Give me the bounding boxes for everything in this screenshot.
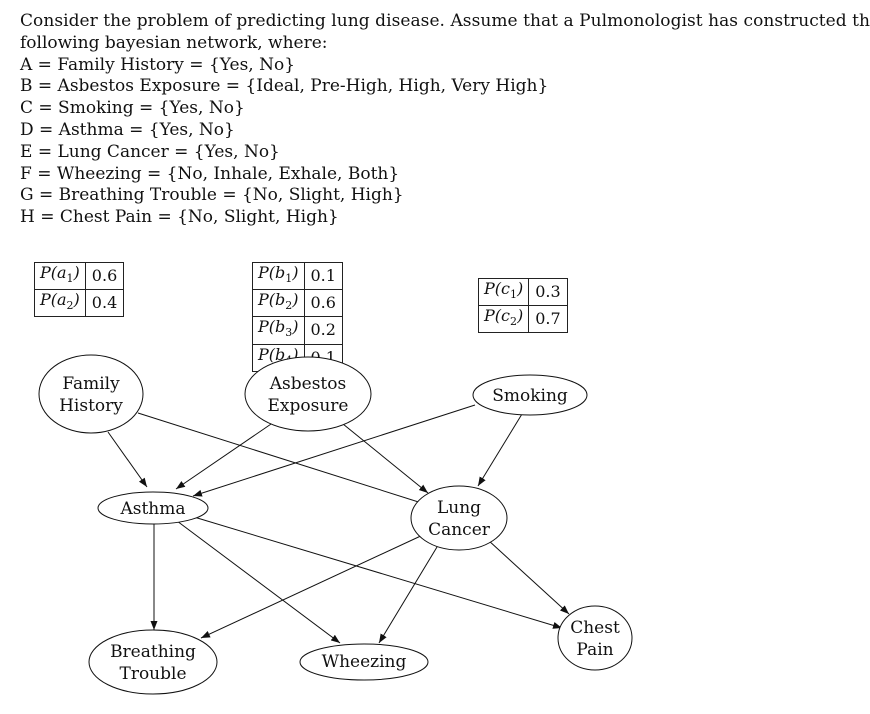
node-wheezing: Wheezing — [299, 643, 429, 681]
edge-asthma-chest — [193, 516, 563, 629]
node-label: Exposure — [268, 396, 349, 416]
node-breathing-trouble: Breathing Trouble — [88, 629, 218, 695]
table-row: P(b3) 0.2 — [252, 316, 343, 345]
table-row: P(c1) 0.3 — [477, 277, 568, 307]
node-label: Pain — [576, 640, 613, 660]
variable-definition-f: F = Wheezing = {No, Inhale, Exhale, Both… — [20, 163, 400, 184]
node-asbestos-exposure: Asbestos Exposure — [244, 356, 372, 432]
node-label: Trouble — [119, 664, 186, 684]
edge-asbestos-asthma — [175, 421, 275, 490]
table-row: P(b2) 0.6 — [252, 289, 343, 318]
edge-lung-wheezing — [378, 546, 438, 644]
variable-definition-c: C = Smoking = {Yes, No} — [20, 98, 245, 119]
node-label: Asbestos — [269, 374, 346, 394]
edge-asbestos-lung — [342, 423, 429, 494]
node-family-history: Family History — [38, 354, 144, 434]
prob-value: 0.7 — [528, 305, 568, 334]
prior-table-a: P(a1) 0.6 P(a2) 0.4 — [34, 261, 125, 318]
edge-smoking-asthma — [192, 404, 476, 497]
prob-label: P(a1) — [34, 261, 86, 291]
node-label: Wheezing — [322, 652, 407, 672]
table-row: P(a2) 0.4 — [34, 289, 125, 318]
prob-label: P(b1) — [252, 261, 305, 291]
prob-label: P(c1) — [477, 277, 530, 307]
node-label: Smoking — [492, 386, 568, 406]
variable-definition-h: H = Chest Pain = {No, Slight, High} — [20, 207, 339, 228]
edge-lung-chest — [487, 539, 570, 615]
prob-value: 0.2 — [303, 316, 343, 345]
edge-asthma-wheezing — [176, 520, 341, 644]
node-label: Family — [62, 374, 120, 394]
variable-definition-b: B = Asbestos Exposure = {Ideal, Pre-High… — [20, 76, 549, 97]
variable-definition-g: G = Breathing Trouble = {No, Slight, Hig… — [20, 185, 404, 206]
edge-smoking-lung — [477, 413, 523, 487]
node-label: Breathing — [110, 642, 196, 662]
edge-family-lung — [137, 412, 429, 506]
edge-lung-breathing — [200, 533, 426, 639]
problem-statement: Consider the problem of predicting lung … — [20, 11, 870, 229]
node-label: Cancer — [428, 520, 491, 540]
prob-label: P(c2) — [477, 305, 530, 334]
prob-value: 0.4 — [84, 289, 125, 318]
prior-table-c: P(c1) 0.3 P(c2) 0.7 — [477, 277, 568, 334]
variable-definition-a: A = Family History = {Yes, No} — [20, 54, 296, 75]
prob-value: 0.6 — [84, 261, 125, 291]
prob-label: P(b2) — [252, 289, 305, 318]
variable-definition-d: D = Asthma = {Yes, No} — [20, 119, 235, 140]
intro-line: Consider the problem of predicting lung … — [20, 11, 870, 31]
node-chest-pain: Chest Pain — [557, 605, 633, 671]
prob-value: 0.6 — [303, 289, 343, 318]
node-label: Chest — [570, 618, 620, 638]
node-label: Asthma — [119, 499, 185, 519]
table-row: P(a1) 0.6 — [34, 261, 125, 291]
prob-label: P(b3) — [252, 316, 305, 345]
table-row: P(b1) 0.1 — [252, 261, 343, 291]
node-label: History — [59, 396, 123, 416]
node-lung-cancer: Lung Cancer — [410, 485, 508, 551]
intro-line: following bayesian network, where: — [20, 32, 328, 53]
prob-value: 0.3 — [528, 277, 568, 307]
prob-label: P(a2) — [34, 289, 86, 318]
table-row: P(c2) 0.7 — [477, 305, 568, 334]
node-asthma: Asthma — [97, 491, 209, 525]
edge-family-asthma — [107, 431, 148, 488]
node-label: Lung — [437, 498, 481, 518]
node-smoking: Smoking — [472, 374, 588, 416]
variable-definition-e: E = Lung Cancer = {Yes, No} — [20, 141, 280, 162]
